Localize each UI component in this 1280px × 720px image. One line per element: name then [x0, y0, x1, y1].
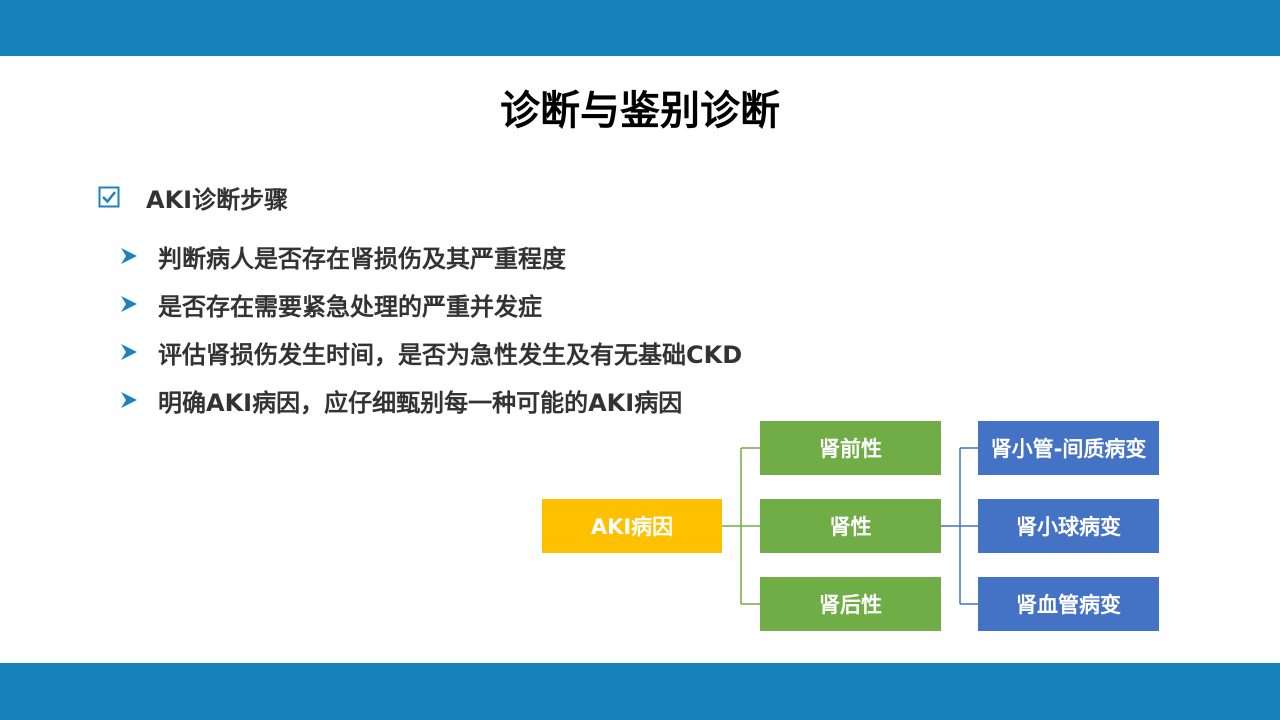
right-box-vascular: 肾血管病变	[978, 577, 1159, 631]
slide-title: 诊断与鉴别诊断	[500, 88, 780, 134]
list-item-text: 明确AKI病因，应仔细甄别每一种可能的AKI病因	[158, 388, 683, 417]
root-box-label: AKI病因	[590, 515, 674, 539]
middle-box-prerenal: 肾前性	[760, 421, 941, 475]
checkbox-checked-icon	[98, 186, 120, 208]
bottom-band	[0, 663, 1280, 720]
right-box-label: 肾小管-间质病变	[990, 437, 1147, 461]
section-heading: AKI诊断步骤	[98, 180, 288, 214]
middle-box-label: 肾性	[829, 515, 872, 539]
root-box: AKI病因	[542, 499, 722, 553]
arrow-bullet-icon	[121, 248, 137, 264]
section-heading-text: AKI诊断步骤	[146, 185, 289, 214]
right-box-tubular: 肾小管-间质病变	[978, 421, 1159, 475]
arrow-bullet-icon	[121, 392, 137, 408]
right-box-glomerular: 肾小球病变	[978, 499, 1159, 553]
top-band	[0, 0, 1280, 56]
middle-connector	[941, 447, 978, 605]
middle-box-label: 肾后性	[819, 593, 882, 617]
right-box-label: 肾血管病变	[1016, 593, 1121, 617]
middle-box-label: 肾前性	[819, 437, 882, 461]
arrow-bullet-icon	[121, 296, 137, 312]
list-item: 评估肾损伤发生时间，是否为急性发生及有无基础CKD	[120, 328, 742, 376]
bullet-list: 判断病人是否存在肾损伤及其严重程度 是否存在需要紧急处理的严重并发症 评估肾损伤…	[120, 232, 742, 424]
list-item: 是否存在需要紧急处理的严重并发症	[120, 280, 742, 328]
list-item: 明确AKI病因，应仔细甄别每一种可能的AKI病因	[120, 376, 742, 424]
arrow-bullet-icon	[121, 344, 137, 360]
middle-box-renal: 肾性	[760, 499, 941, 553]
root-connector	[722, 447, 760, 605]
middle-box-postrenal: 肾后性	[760, 577, 941, 631]
list-item-text: 是否存在需要紧急处理的严重并发症	[158, 292, 542, 321]
list-item-text: 评估肾损伤发生时间，是否为急性发生及有无基础CKD	[158, 340, 743, 369]
right-box-label: 肾小球病变	[1016, 515, 1121, 539]
list-item: 判断病人是否存在肾损伤及其严重程度	[120, 232, 742, 280]
list-item-text: 判断病人是否存在肾损伤及其严重程度	[158, 244, 566, 273]
